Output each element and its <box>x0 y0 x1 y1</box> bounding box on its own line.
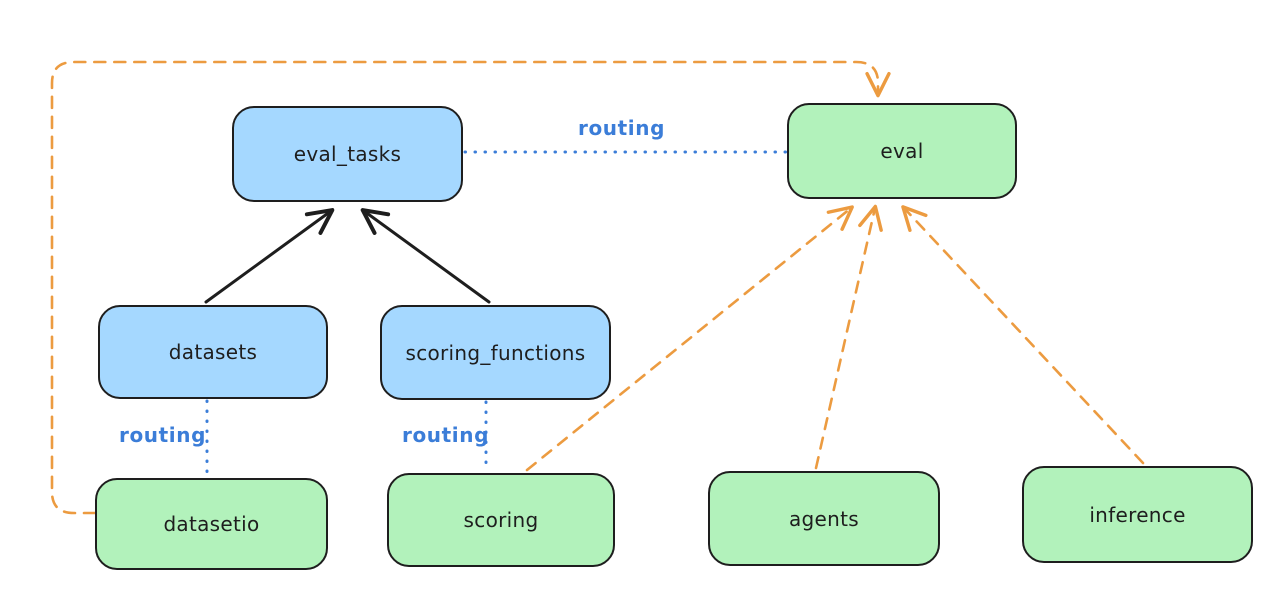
edge-agents-to-eval-dashed <box>814 204 883 470</box>
node-scoring-functions: scoring_functions <box>380 305 611 400</box>
edge-label-routing-datasets-datasetio: routing <box>119 423 207 447</box>
node-agents: agents <box>708 471 940 566</box>
edge-datasets-to-eval-tasks-arrow <box>204 208 335 304</box>
node-inference-label: inference <box>1089 502 1186 527</box>
node-datasetio: datasetio <box>95 478 328 570</box>
node-scoring: scoring <box>387 473 615 567</box>
edge-label-routing-eval-tasks-eval: routing <box>578 116 666 140</box>
edge-scoring-functions-to-eval-tasks-arrow <box>360 208 491 304</box>
node-eval-tasks-label: eval_tasks <box>293 142 402 166</box>
edge-scoring-to-eval-dashed <box>525 205 854 472</box>
node-datasets-label: datasets <box>168 340 258 364</box>
node-agents-label: agents <box>789 506 859 531</box>
node-eval: eval <box>787 103 1017 199</box>
node-scoring-functions-label: scoring_functions <box>405 340 586 365</box>
node-inference: inference <box>1022 466 1253 563</box>
node-datasetio-label: datasetio <box>163 512 260 536</box>
edge-datasetio-to-eval-dashed-loop <box>50 60 891 515</box>
node-eval-label: eval <box>880 139 924 163</box>
node-eval-tasks: eval_tasks <box>232 106 463 202</box>
node-datasets: datasets <box>98 305 328 399</box>
edge-inference-to-eval-dashed <box>901 205 1145 465</box>
node-scoring-label: scoring <box>463 508 539 532</box>
edge-label-routing-scoring-functions-scoring: routing <box>402 423 490 447</box>
